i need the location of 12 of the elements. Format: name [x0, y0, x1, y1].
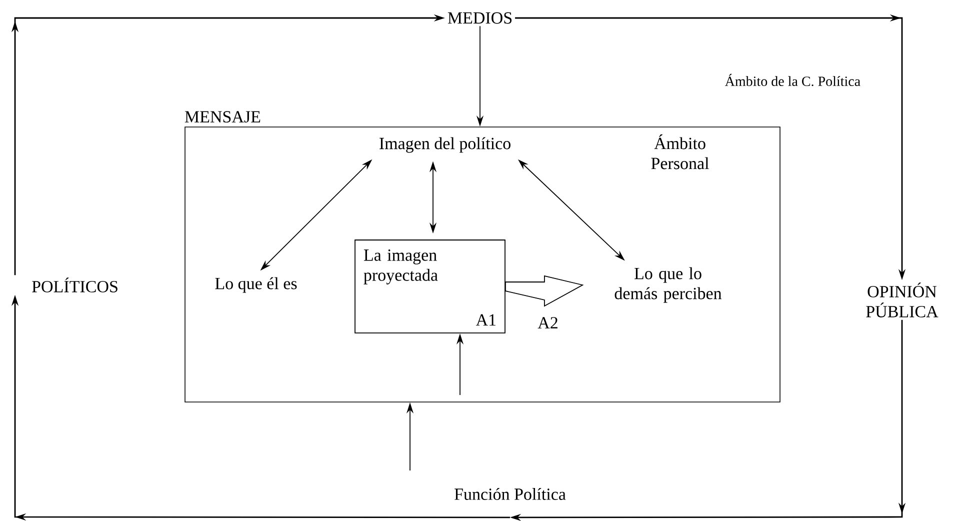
- node-label: Función Política: [454, 488, 566, 500]
- area-label: Ámbito de la C. Política: [725, 74, 860, 86]
- node-label: POLÍTICOS: [32, 278, 118, 292]
- process-box: La imagen proyectada A1: [354, 240, 506, 334]
- node-label: MENSAJE: [184, 111, 260, 123]
- hollow-arrow: [505, 275, 584, 307]
- node-label: OPINIÓN PÚBLICA: [866, 282, 938, 318]
- node-label: Imagen del político: [380, 137, 510, 153]
- node-label: Lo que él es: [215, 277, 297, 293]
- node-label: Lo que lo demás perciben: [614, 267, 722, 303]
- node-label: MEDIOS: [448, 12, 512, 24]
- edge-label: A2: [538, 317, 558, 328]
